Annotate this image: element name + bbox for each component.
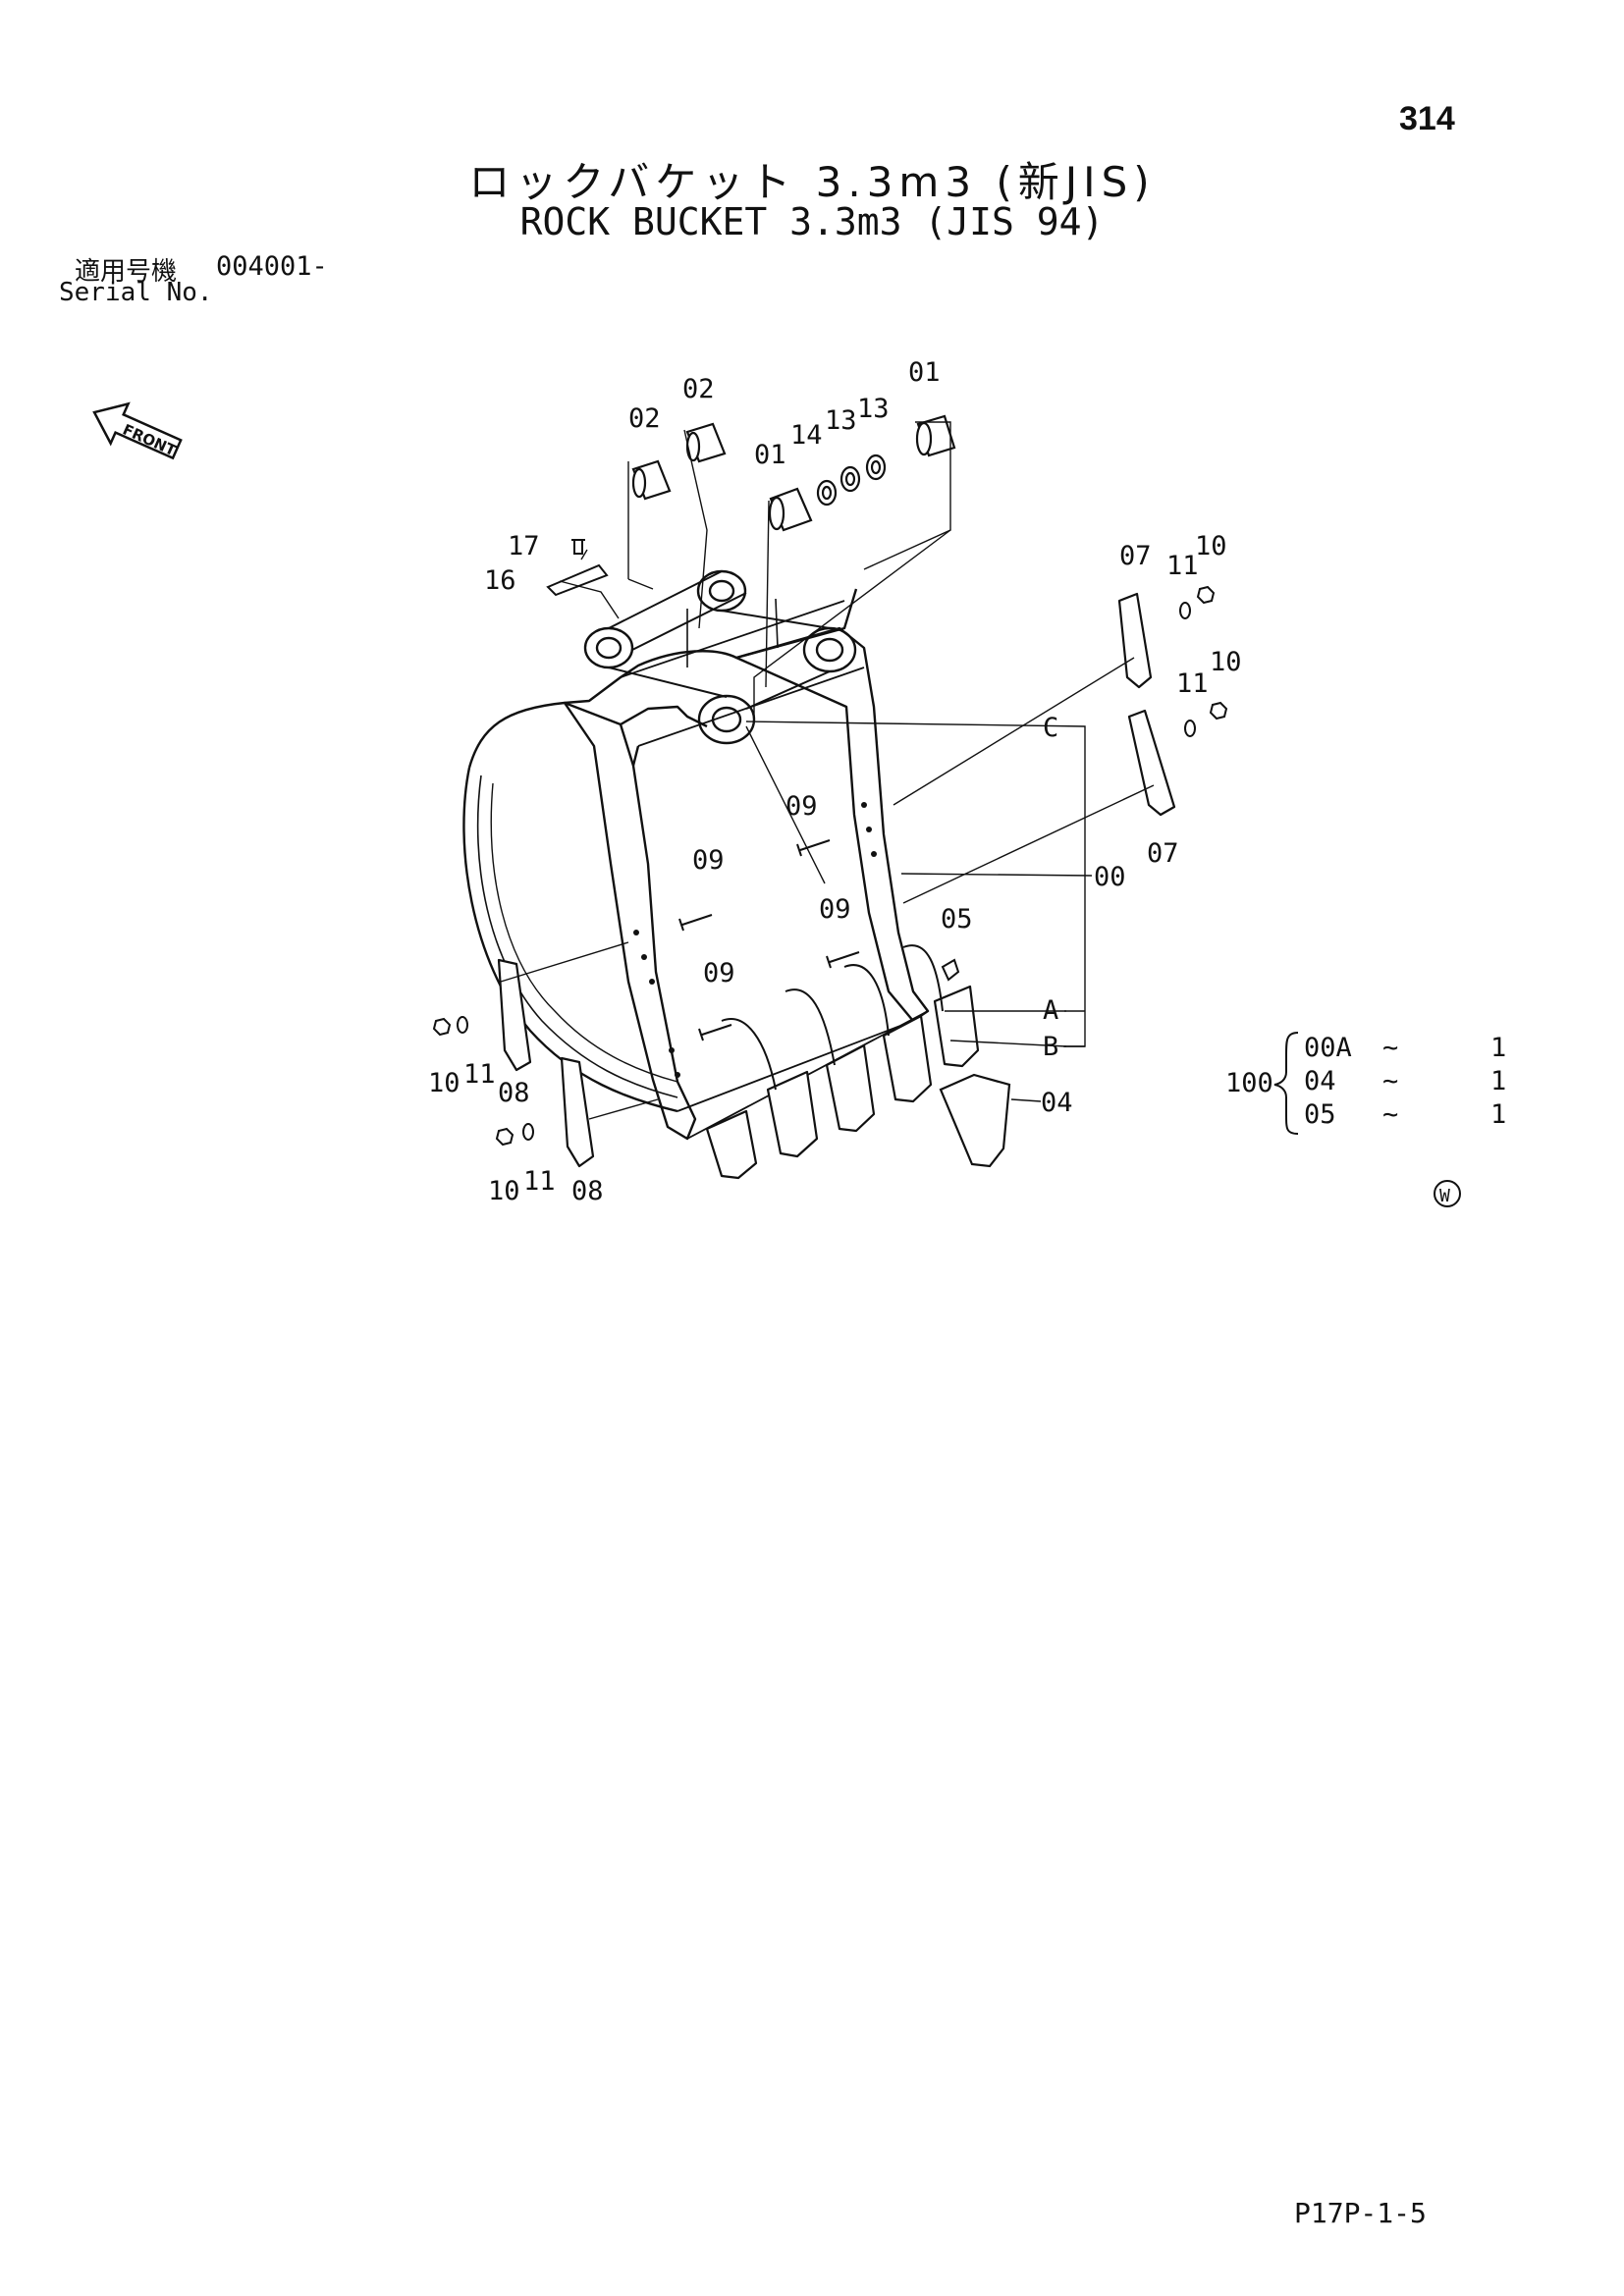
callout-02: 02: [682, 374, 715, 404]
callout-10: 10: [488, 1176, 520, 1206]
set-row-qty: 1: [1490, 1066, 1507, 1096]
leader-lines: [500, 421, 1155, 1120]
callout-00: 00: [1094, 862, 1126, 892]
callout-02: 02: [628, 403, 661, 434]
side-cutters: [497, 592, 1176, 1168]
callout-10: 10: [1195, 531, 1227, 561]
callout-09: 09: [819, 894, 851, 925]
set-row-part: 05: [1304, 1099, 1336, 1130]
callout-09: 09: [692, 845, 725, 876]
set-row-qty: 1: [1490, 1099, 1507, 1130]
title-japanese: ロックバケット 3.3m3 (新JIS): [468, 158, 1156, 206]
callout-11: 11: [523, 1166, 556, 1197]
set-table-brace: [1273, 1032, 1299, 1135]
callout-08: 08: [498, 1078, 530, 1108]
set-row: 05 ~ 1: [1304, 1099, 1506, 1130]
set-row-sep: ~: [1382, 1033, 1399, 1063]
title-english: ROCK BUCKET 3.3m3 (JIS 94): [519, 200, 1105, 243]
callout-17: 17: [508, 531, 540, 561]
set-row-sep: ~: [1382, 1066, 1399, 1096]
callout-11: 11: [1166, 551, 1199, 581]
lock-pin-05: [941, 958, 960, 982]
callout-16: 16: [484, 565, 516, 596]
callout-C: C: [1043, 713, 1058, 743]
bolt-plate-16-17: [546, 539, 609, 597]
callout-labels: 01 01 02 02 13 13 14 17 16 07 07 10 10 1…: [428, 357, 1242, 1206]
front-arrow-icon: FRONT: [92, 401, 183, 460]
callout-07: 07: [1147, 838, 1179, 869]
set-row-part: 00A: [1304, 1033, 1352, 1063]
set-row: 04 ~ 1: [1304, 1066, 1506, 1096]
set-row-sep: ~: [1382, 1099, 1399, 1130]
callout-13: 13: [857, 394, 890, 424]
callout-13: 13: [825, 405, 857, 436]
callout-01: 01: [908, 357, 941, 388]
callout-01: 01: [754, 440, 786, 470]
callout-B: B: [1043, 1032, 1058, 1062]
callout-09: 09: [785, 791, 818, 822]
serial-label-japanese: 適用号機: [75, 257, 178, 287]
callout-A: A: [1043, 995, 1058, 1026]
callout-04: 04: [1041, 1088, 1073, 1118]
set-row-part: 04: [1304, 1066, 1336, 1096]
bucket-teeth: [705, 944, 980, 1180]
tooth-04: [939, 1073, 1011, 1168]
set-row: 00A ~ 1: [1304, 1033, 1506, 1063]
footer-code: P17P-1-5: [1294, 2197, 1427, 2229]
callout-10: 10: [1210, 647, 1242, 677]
set-parent-number: 100: [1225, 1068, 1273, 1098]
w-mark-text: W: [1439, 1186, 1450, 1206]
bolts-09: [678, 839, 860, 1041]
callout-11: 11: [1176, 668, 1209, 699]
set-row-qty: 1: [1490, 1033, 1507, 1063]
page-number: 314: [1399, 100, 1455, 137]
callout-08: 08: [571, 1176, 604, 1206]
callout-14: 14: [790, 420, 823, 451]
nuts-washers: [432, 585, 1228, 1147]
callout-11: 11: [463, 1059, 496, 1090]
callout-10: 10: [428, 1068, 460, 1098]
callout-07: 07: [1119, 541, 1152, 571]
w-mark-icon: W: [1434, 1180, 1461, 1207]
callout-05: 05: [941, 904, 973, 934]
serial-value: 004001-: [216, 251, 328, 282]
callout-09: 09: [703, 958, 735, 988]
serial-label-english: Serial No.: [59, 278, 213, 307]
